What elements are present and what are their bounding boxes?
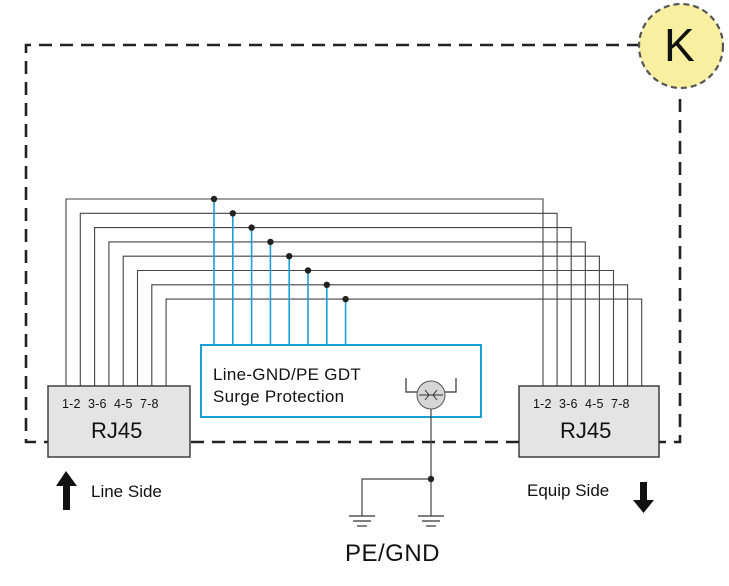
junction-dot-7 (323, 281, 330, 288)
gdt-tap-wires (213, 199, 347, 345)
junction-dot-8 (342, 295, 349, 303)
arrow-up-icon (56, 471, 77, 510)
ground-symbol-left (349, 515, 375, 527)
gdt-module-subtitle: Surge Protection (213, 387, 345, 406)
ground-symbol-right (418, 515, 444, 527)
signal-wire-8 (165, 298, 643, 386)
gdt-module-title: Line-GND/PE GDT (213, 365, 362, 384)
ground-wire (361, 409, 432, 516)
badge-circle (637, 2, 725, 90)
badge-letter: K (664, 19, 695, 71)
junction-dot-5 (286, 253, 293, 260)
enclosure-dashed-border (24, 43, 682, 444)
junction-dot-1 (210, 195, 218, 203)
junction-dot-2 (229, 210, 236, 217)
arrow-down-icon (633, 482, 654, 513)
rj45-right-pin-labels: 1-2 3-6 4-5 7-8 (533, 397, 630, 411)
junction-dot-6 (304, 267, 312, 274)
signal-wire-5 (122, 255, 600, 386)
equip-side-label: Equip Side (527, 481, 610, 500)
junction-dots (210, 195, 349, 303)
rj45-left-pin-labels: 1-2 3-6 4-5 7-8 (62, 397, 159, 411)
signal-wire-1 (65, 198, 544, 386)
rj45-right-name: RJ45 (560, 418, 612, 443)
ground-junction-dot (427, 475, 435, 483)
signal-wire-4 (108, 241, 586, 386)
gdt-symbol (405, 378, 457, 410)
rj45-right-box (518, 385, 660, 458)
pe-gnd-label: PE/GND (345, 540, 441, 567)
rj45-left-name: RJ45 (91, 418, 143, 443)
rj45-left-box (47, 385, 191, 458)
line-side-label: Line Side (91, 482, 162, 501)
signal-wire-7 (151, 284, 629, 386)
junction-dot-3 (248, 224, 255, 231)
signal-wires (65, 198, 643, 386)
junction-dot-4 (267, 238, 274, 246)
signal-wire-3 (94, 227, 572, 386)
signal-wire-6 (136, 269, 615, 386)
